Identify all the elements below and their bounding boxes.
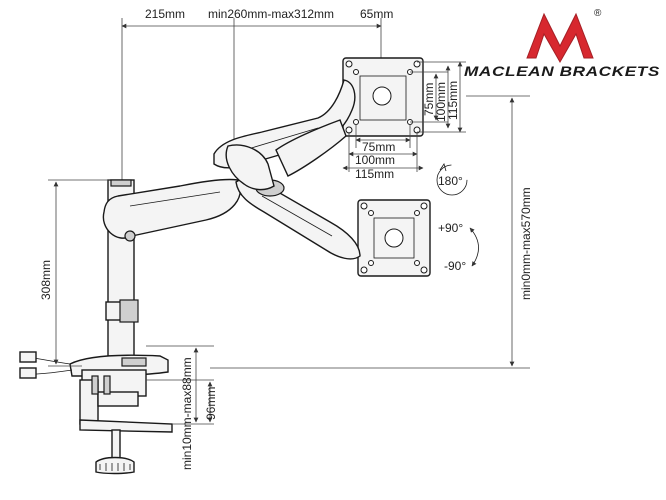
registered-mark: ®: [594, 8, 602, 19]
top-dimensions: 215mm min260mm-max312mm 65mm: [121, 7, 393, 186]
dim-vesa-h-large: 115mm: [355, 167, 394, 181]
dim-top-right: 65mm: [360, 7, 393, 21]
tilt-down-label: -90°: [444, 259, 466, 273]
dim-top-left: 215mm: [145, 7, 185, 21]
pole-height-dimension: 308mm: [39, 179, 110, 367]
usb-cables: [19, 351, 73, 379]
base-clamp: [69, 354, 173, 475]
dim-height-range: min0mm-max570mm: [519, 187, 533, 300]
height-range-dimension: min0mm-max570mm: [210, 95, 533, 369]
dim-vesa-v-medium: 100mm: [434, 82, 448, 122]
vesa-upper-horizontal-dims: 75mm 100mm 115mm: [342, 124, 424, 181]
upper-arm: [213, 79, 356, 191]
tilt-up-label: +90°: [438, 221, 463, 235]
clamp-dimensions: min10mm-max88mm 96mm: [146, 345, 218, 470]
vesa-upper-vertical-dims: 75mm 100mm 115mm: [410, 61, 466, 133]
rotation-full-label: 180°: [438, 174, 463, 188]
rotation-180-indicator: 180°: [436, 163, 468, 196]
usb-plug-icon: [19, 367, 37, 379]
brand-logo: ® MACLEAN BRACKETS: [464, 8, 660, 79]
usb-plug-icon: [19, 351, 37, 363]
dim-clamp-depth: 96mm: [204, 387, 218, 420]
dim-pole-height: 308mm: [39, 260, 53, 300]
dim-vesa-h-small: 75mm: [362, 140, 395, 154]
dim-vesa-v-small: 75mm: [422, 83, 436, 116]
dim-vesa-h-medium: 100mm: [355, 153, 395, 167]
dim-vesa-v-large: 115mm: [446, 81, 460, 120]
lower-arm: [102, 176, 361, 260]
dim-top-middle: min260mm-max312mm: [208, 7, 334, 21]
tilt-indicator: +90° -90°: [438, 221, 479, 273]
brand-name: MACLEAN BRACKETS: [464, 63, 660, 79]
dim-clamp-range: min10mm-max88mm: [180, 357, 194, 470]
logo-mark-icon: [526, 12, 594, 64]
vesa-plate-lower: [357, 199, 431, 277]
vesa-plate-upper: [342, 57, 424, 137]
